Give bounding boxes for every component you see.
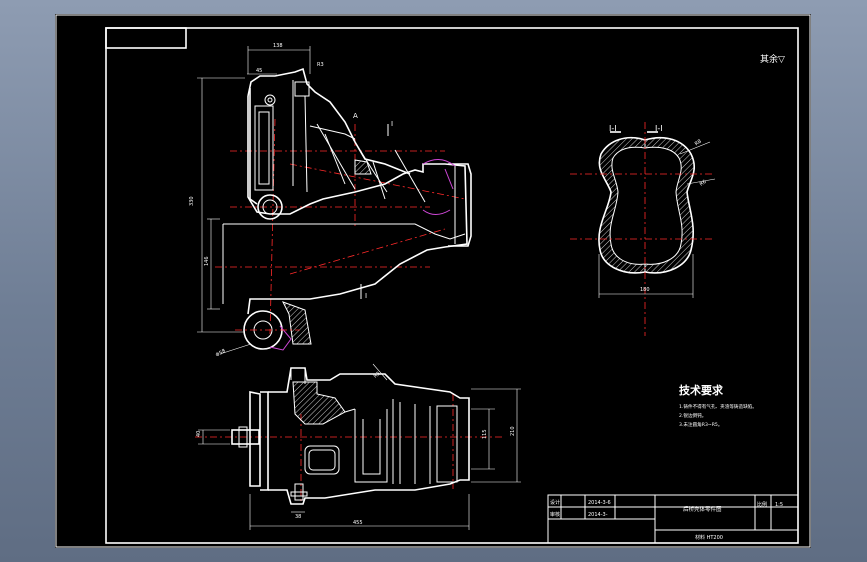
section-mark-i-bottom: I [365, 292, 367, 300]
tb-row1-date: 2014-3-6 [588, 500, 611, 506]
dim-top-width: 138 [273, 43, 283, 49]
tb-ratio-value: 1:5 [775, 502, 783, 508]
cad-drawing-canvas[interactable]: 其余▽ [55, 14, 811, 548]
dim-section-r2: R6 [699, 179, 708, 188]
dim-bottom-small: 38 [295, 514, 301, 520]
section-title-right: I-I [655, 124, 663, 133]
dim-bottom-left: 40 [196, 431, 202, 437]
bottom-view: 455 38 40 115 210 R3 [195, 363, 521, 530]
section-mark-a: A [353, 112, 358, 120]
dim-bottom-right-2: 210 [510, 426, 516, 436]
section-title-left: I-I [609, 124, 617, 133]
tech-item-3: 3.未注圆角R3~R5。 [679, 421, 722, 428]
dim-left-mid: 146 [204, 256, 210, 266]
dim-bottom-right-1: 115 [482, 429, 488, 439]
outer-border [55, 14, 811, 548]
front-view: A I I 138 45 R3 330 146 Φ58 [189, 43, 472, 358]
tb-footer: 材料 HT200 [695, 534, 723, 541]
tech-title: 技术要求 [679, 383, 724, 397]
tech-item-1: 1.铸件不得有气孔、夹渣等铸造缺陷。 [679, 403, 757, 410]
dim-top-r: R3 [317, 62, 324, 68]
tb-ratio-label: 比例 [757, 501, 767, 508]
dim-top-small: 45 [256, 68, 262, 74]
tb-drawing-name: 后桥壳体零件图 [683, 505, 722, 513]
drawing-sheet: 其余▽ [55, 14, 811, 548]
tb-row2-left: 审核 [550, 511, 560, 518]
section-view: I-I I-I 180 R8 R6 [570, 122, 716, 336]
dim-bore: Φ58 [215, 348, 227, 358]
dim-left-height: 330 [189, 196, 195, 206]
tech-item-2: 2.锐边倒钝。 [679, 412, 706, 419]
dim-bottom-length: 455 [353, 520, 363, 526]
dim-section-width: 180 [640, 287, 650, 293]
dim-bottom-r: R3 [373, 371, 382, 380]
inner-border [105, 27, 799, 544]
corner-box [105, 27, 187, 49]
tb-row2-date: 2014-3- [588, 512, 608, 518]
tb-row1-left: 设计 [550, 499, 560, 506]
dim-section-r1: R8 [694, 139, 703, 148]
roughness-note: 其余▽ [760, 53, 785, 65]
section-mark-i-top: I [391, 120, 393, 128]
title-block: 设计 2014-3-6 审核 2014-3- 后桥壳体零件图 比例 1:5 材料… [547, 494, 799, 544]
tech-requirements: 技术要求 1.铸件不得有气孔、夹渣等铸造缺陷。 2.锐边倒钝。 3.未注圆角R3… [679, 383, 757, 428]
